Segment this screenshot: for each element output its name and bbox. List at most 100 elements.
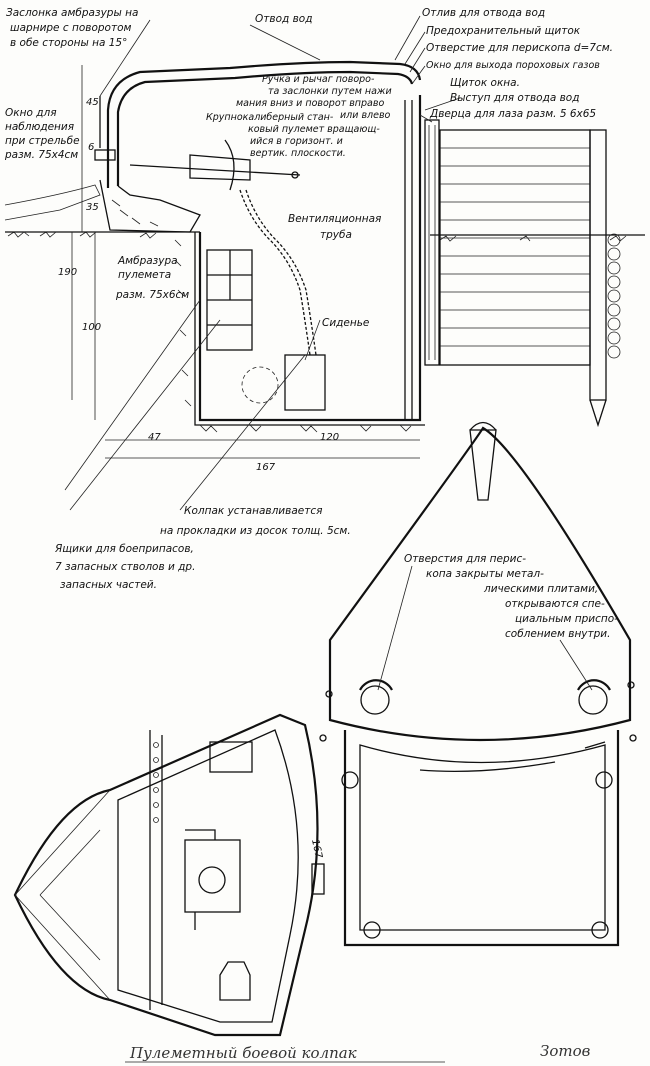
leader-peri-left (377, 565, 413, 691)
label-ammo-2: 7 запасных стволов и др. (55, 561, 195, 573)
base-hatch (111, 199, 159, 227)
plan-inner (117, 729, 299, 1023)
label-obs-1: Окно для (5, 107, 57, 119)
plan-brackets (185, 829, 216, 930)
dim-47-label: 47 (148, 432, 161, 443)
label-vent-1: Вентиляционная (288, 213, 381, 225)
periscope-hole-right (578, 685, 608, 715)
rivet-left-2 (319, 734, 327, 742)
ventilation-pipe (404, 100, 413, 420)
dim-100-label: 100 (82, 322, 101, 333)
plan-outline (13, 713, 319, 1037)
label-flap-1: Заслонка амбразуры на (6, 7, 138, 19)
ammo-belt (239, 189, 311, 356)
periscope-arc-right (577, 679, 611, 691)
plan-wing (14, 789, 111, 1001)
periscope-arc-left (359, 679, 393, 691)
label-mg-3: ийся в горизонт. и (250, 136, 343, 147)
footer: Пулеметный боевой колпак Зотов (125, 1042, 591, 1063)
base-tab (584, 741, 606, 749)
label-obs-2: наблюдения (5, 121, 74, 133)
label-flap-2: шарнире с поворотом (10, 22, 132, 34)
label-shield: Предохранительный щиток (426, 25, 581, 37)
label-ledge: Выступ для отвода вод (450, 92, 579, 104)
dim-45: 45 (86, 97, 99, 108)
label-peri-3: лическими плитами, (483, 583, 598, 595)
section-labels: Заслонка амбразуры на шарнире с поворото… (4, 7, 613, 591)
cap-base (99, 179, 201, 233)
plan-side-tab (311, 863, 325, 895)
label-mg-emb-3: разм. 75х6см (115, 289, 189, 301)
label-drain: Отвод вод (255, 13, 312, 25)
rivet-right (627, 681, 635, 689)
leader-drip (394, 15, 421, 61)
top-view-cap (319, 421, 637, 947)
seat-box (284, 354, 326, 411)
log-post-tip (589, 399, 607, 428)
label-flap-3: в обе стороны на 15° (10, 37, 127, 49)
cap-inner-profile (116, 70, 414, 186)
label-handle-2: та заслонки путем нажи (268, 86, 392, 97)
label-peri-2: копа закрыты метал- (426, 568, 544, 580)
hatch-door (424, 119, 440, 366)
label-obs-4: разм. 75х4см (4, 149, 78, 161)
leader-peri-right (559, 639, 593, 691)
plan-view: 167 (13, 713, 325, 1037)
base-inner (359, 744, 606, 931)
plan-rail (149, 730, 163, 1010)
log-wall-planks (440, 147, 590, 347)
leader-drain (249, 24, 321, 61)
label-ammo-1: Ящики для боеприпасов, (54, 543, 194, 555)
periscope-hole-left (360, 685, 390, 715)
floor-hatch (199, 424, 412, 433)
label-mg-4: вертик. плоскости. (250, 148, 346, 159)
leader-seat (304, 319, 321, 361)
leader-ledge (424, 97, 461, 111)
label-window-shield: Щиток окна. (450, 77, 520, 89)
earth-mound (4, 184, 101, 221)
mg-barrel (129, 164, 301, 176)
label-peri-1: Отверстия для перис- (404, 553, 526, 565)
label-mg-2: ковый пулемет вращающ- (248, 124, 380, 135)
plan-mount-disc (198, 866, 226, 894)
label-seat: Сиденье (322, 317, 369, 329)
leader-ammo-1 (64, 299, 201, 491)
label-cap-2: на прокладки из досок толщ. 5см. (160, 525, 351, 537)
leader-cap-pad (179, 354, 306, 511)
mg-body (189, 154, 251, 181)
mg-muzzle (291, 171, 299, 179)
cap-top-flap (469, 429, 497, 501)
log-stack (607, 233, 621, 359)
ammo-belt-edge (245, 189, 317, 356)
dim-167-label: 167 (256, 462, 276, 473)
base-inner-arc (419, 761, 556, 773)
label-peri-5: циальным приспо- (515, 613, 618, 625)
pit-outer-wall (194, 232, 425, 426)
operator-foot (241, 366, 279, 404)
rivet-right-2 (629, 734, 637, 742)
label-ammo-3: запасных частей. (60, 579, 157, 591)
label-handle-3: мания вниз и поворот вправо (236, 98, 384, 109)
plan-hatch-box (209, 741, 253, 773)
hatch-door-lines (428, 125, 436, 360)
log-post (589, 129, 607, 401)
base-bolt-3 (595, 771, 613, 789)
label-handle-4: или влево (340, 110, 391, 121)
drawing-title: Пулеметный боевой колпак (129, 1044, 357, 1062)
label-mg-1: Крупнокалиберный стан- (206, 112, 334, 123)
base-frame (343, 730, 620, 947)
base-bolt-2 (591, 921, 609, 939)
label-obs-3: при стрельбе (5, 135, 80, 147)
signature: Зотов (540, 1042, 591, 1060)
log-wall (439, 129, 591, 366)
label-vent-2: труба (320, 229, 352, 241)
plan-mount (184, 839, 241, 913)
label-mg-emb-2: пулемета (118, 269, 171, 281)
label-handle-1: Ручка и рычаг поворо- (262, 74, 375, 85)
dim-190-label: 190 (58, 267, 77, 278)
dim-35: 35 (86, 202, 99, 213)
section-view (4, 15, 645, 511)
label-periscope: Отверстие для перископа d=7см. (426, 42, 613, 54)
leader-gas (411, 65, 426, 85)
